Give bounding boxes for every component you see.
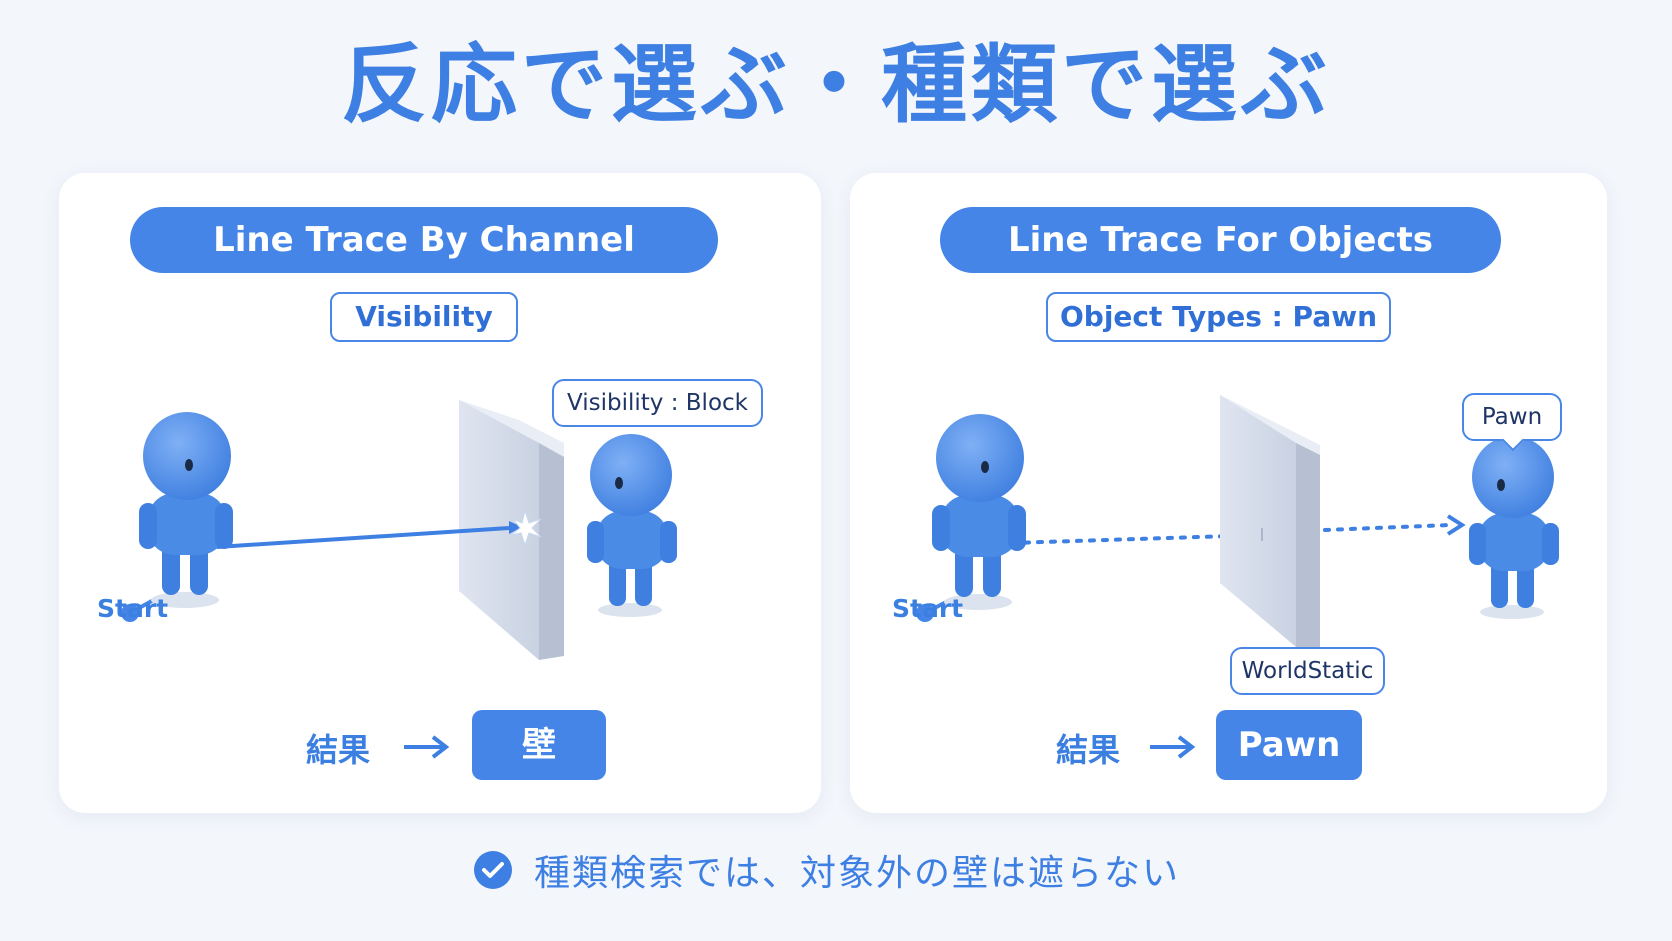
callout-worldstatic: WorldStatic — [1230, 647, 1385, 695]
page-title: 反応で選ぶ・種類で選ぶ — [341, 35, 1331, 135]
object-type-tag: Object Types : Pawn — [1046, 292, 1391, 342]
tracer-figure — [932, 414, 1026, 610]
result-arrow-icon — [1150, 735, 1196, 759]
wall — [1220, 395, 1320, 647]
callout-text: WorldStatic — [1241, 658, 1374, 684]
channel-tag: Visibility — [330, 292, 518, 342]
object-trace-scene — [916, 395, 1559, 759]
check-circle-icon — [474, 851, 512, 889]
start-label: Start — [97, 594, 169, 623]
callout-text: Visibility : Block — [567, 390, 748, 416]
footer-text: 種類検索では、対象外の壁は遮らない — [534, 853, 1181, 894]
callout-text: Pawn — [1481, 404, 1543, 430]
result-label: 結果 — [306, 731, 371, 769]
start-label: Start — [892, 594, 964, 623]
footer-note: 種類検索では、対象外の壁は遮らない — [472, 845, 1180, 895]
callout-pawn: Pawn — [1462, 393, 1562, 452]
target-figure — [587, 434, 677, 617]
target-pawn-figure — [1469, 436, 1559, 619]
result-arrow-icon — [404, 735, 450, 759]
header-pill: Line Trace By Channel — [130, 207, 718, 273]
result-value-wall: 壁 — [472, 710, 606, 780]
trace-line-solid — [216, 526, 510, 549]
panel-line-trace-by-channel: Line Trace By Channel Visibility Visibil… — [59, 173, 821, 813]
trace-line-dotted-back — [1323, 523, 1452, 532]
channel-trace-scene — [121, 400, 677, 759]
callout-visibility-block: Visibility : Block — [552, 379, 763, 427]
impact-spark-icon — [510, 509, 542, 547]
result-value-pawn: Pawn — [1216, 710, 1362, 780]
header-pill: Line Trace For Objects — [940, 207, 1501, 273]
panel-line-trace-for-objects: Line Trace For Objects Object Types : Pa… — [850, 173, 1607, 813]
tracer-figure — [139, 412, 233, 608]
result-label: 結果 — [1056, 731, 1121, 769]
